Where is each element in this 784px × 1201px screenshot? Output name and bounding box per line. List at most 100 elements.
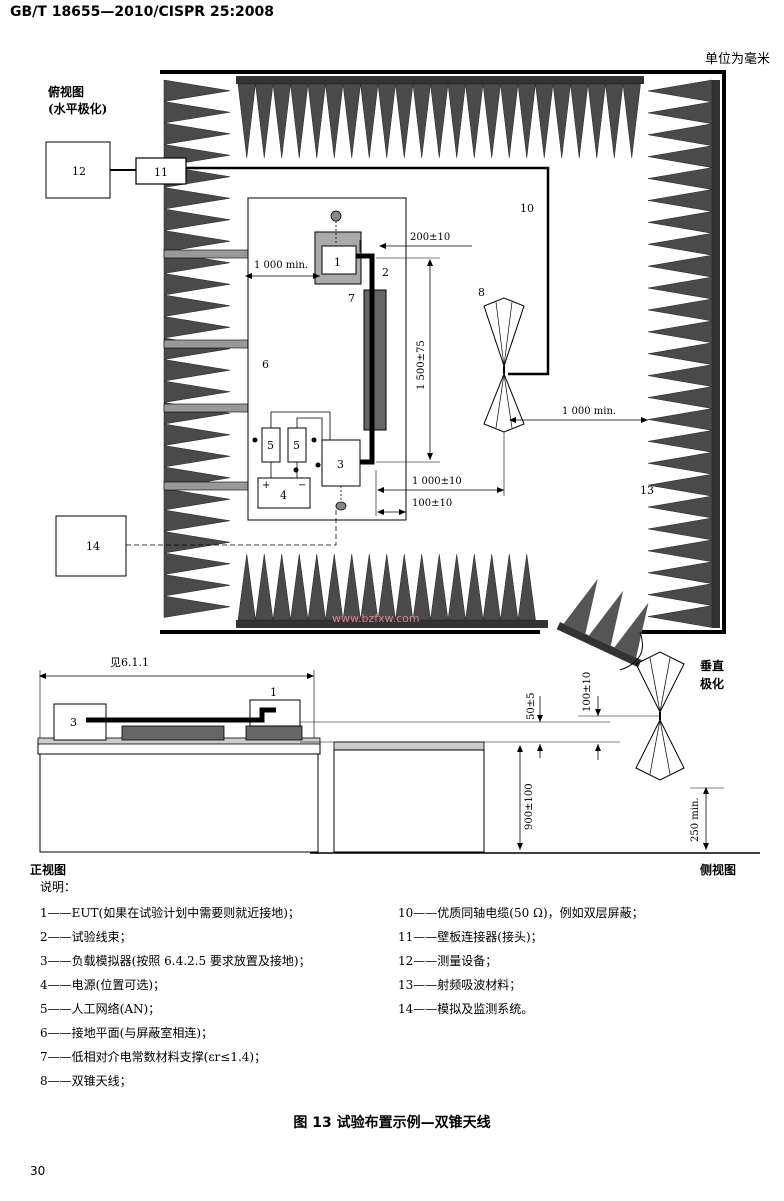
top-view-title-2: (水平极化) [48, 101, 107, 116]
side-view-label: 侧视图 [700, 862, 736, 877]
label-12: 12 [72, 165, 86, 178]
front-table-legs [39, 753, 319, 853]
low-dielectric-support [363, 289, 387, 431]
absorber-cone [500, 553, 519, 621]
legend-left-4: 4——电源(位置可选)； [40, 978, 165, 992]
dim-label-50: 50±5 [526, 693, 537, 720]
absorber-cone [647, 495, 713, 519]
ground-bar-2 [163, 339, 249, 349]
legend-right-11: 11——壁板连接器(接头)； [398, 930, 543, 944]
absorber-cone [255, 83, 274, 159]
absorber-cone [307, 553, 326, 621]
top-view-title-1: 俯视图 [48, 84, 84, 99]
door-swing [619, 631, 643, 671]
absorber-cone [163, 359, 231, 382]
ground-bar-1 [163, 249, 249, 259]
dim-label-1000-10: 1 000±10 [412, 476, 462, 487]
svg-text:+: + [262, 480, 270, 491]
label-7: 7 [348, 292, 355, 305]
front-eut-support [245, 725, 303, 741]
absorber-cone [647, 233, 713, 256]
door-absorber [556, 578, 649, 668]
absorber-cone [237, 83, 256, 159]
absorber-cone [163, 531, 231, 554]
label-11: 11 [154, 166, 168, 179]
legend-left-7: 7——低相对介电常数材料支撑(εr≤1.4)； [40, 1050, 267, 1064]
absorber-cone [552, 83, 571, 159]
absorber-cone [272, 83, 291, 159]
dim-label-1000-right: 1 000 min. [562, 406, 616, 417]
absorber-cone [360, 553, 379, 621]
absorber-cone [342, 553, 361, 621]
absorber-cone [325, 83, 344, 159]
label-5a: 5 [267, 439, 274, 452]
absorber-cone [163, 552, 231, 575]
legend-right-13: 13——射频吸波材料； [398, 978, 522, 992]
biconical-antenna-side [635, 651, 685, 781]
side-table [333, 749, 485, 853]
absorber-cone [430, 83, 449, 159]
front-view: 见6.1.1 3 1 正视图 [30, 656, 321, 877]
see-ref: 见6.1.1 [110, 656, 149, 669]
absorber-cone [447, 83, 466, 159]
absorber-cone [395, 83, 414, 159]
absorber-cone [647, 189, 713, 212]
absorber-cone [163, 380, 231, 403]
front-label-1: 1 [270, 686, 277, 699]
absorber-cone [395, 553, 414, 621]
absorber-cone [647, 145, 713, 168]
absorber-cone [465, 83, 484, 159]
absorber-cone [647, 539, 713, 563]
dim-label-200: 200±10 [410, 232, 450, 243]
absorber-cone [647, 408, 713, 431]
absorber-cone [647, 79, 713, 103]
absorber-cone [163, 187, 231, 210]
legend-left-5: 5——人工网络(AN)； [40, 1002, 161, 1016]
dim-label-1000-left: 1 000 min. [254, 260, 308, 271]
absorber-cone [647, 473, 713, 497]
absorber-cone [342, 83, 361, 159]
absorber-cone [647, 605, 713, 628]
front-view-label: 正视图 [30, 862, 66, 877]
test-harness [352, 253, 375, 465]
absorber-cone [647, 430, 713, 453]
absorber-cone [163, 122, 231, 145]
label-3: 3 [337, 458, 344, 471]
label-14: 14 [86, 540, 100, 553]
shielded-room-wall [160, 70, 726, 634]
absorber-cone [647, 101, 713, 125]
measurement-equipment-box [45, 141, 111, 199]
absorber-cone [290, 83, 309, 159]
absorber-cone [647, 583, 713, 606]
absorber-cone [647, 298, 713, 322]
ground-bar-4 [163, 481, 249, 491]
page-number: 30 [30, 1164, 46, 1178]
absorber-cone [500, 83, 519, 159]
absorber-cone [163, 423, 231, 446]
absorber-cone [647, 211, 713, 234]
absorber-cone [647, 320, 713, 344]
ground-bar-3 [163, 403, 249, 413]
absorber-cone [237, 553, 256, 621]
watermark: www.bzfxw.com [332, 612, 420, 625]
legend-left-3: 3——负载模拟器(按照 6.4.2.5 要求放置及接地)； [40, 954, 311, 968]
absorber-cone [482, 83, 501, 159]
load-ground-point [335, 501, 347, 511]
absorber-cone [535, 83, 554, 159]
absorber-cone [605, 83, 624, 159]
label-1: 1 [334, 256, 341, 269]
vertical-pol-2: 极化 [700, 676, 724, 691]
power-supply [257, 477, 311, 509]
svg-text:−: − [298, 480, 306, 491]
absorber-cone [377, 83, 396, 159]
front-support [121, 725, 225, 741]
legend-left-8: 8——双锥天线； [40, 1074, 132, 1088]
legend-right-10: 10——优质同轴电缆(50 Ω)，例如双层屏蔽； [398, 906, 644, 920]
monitoring-system-box [55, 515, 127, 577]
top-view: + − www. [45, 70, 726, 671]
absorber-cone [647, 254, 713, 278]
absorber-cone [570, 83, 589, 159]
absorber-cone [647, 167, 713, 190]
absorber-cone [163, 445, 231, 468]
absorber-cone [447, 553, 466, 621]
